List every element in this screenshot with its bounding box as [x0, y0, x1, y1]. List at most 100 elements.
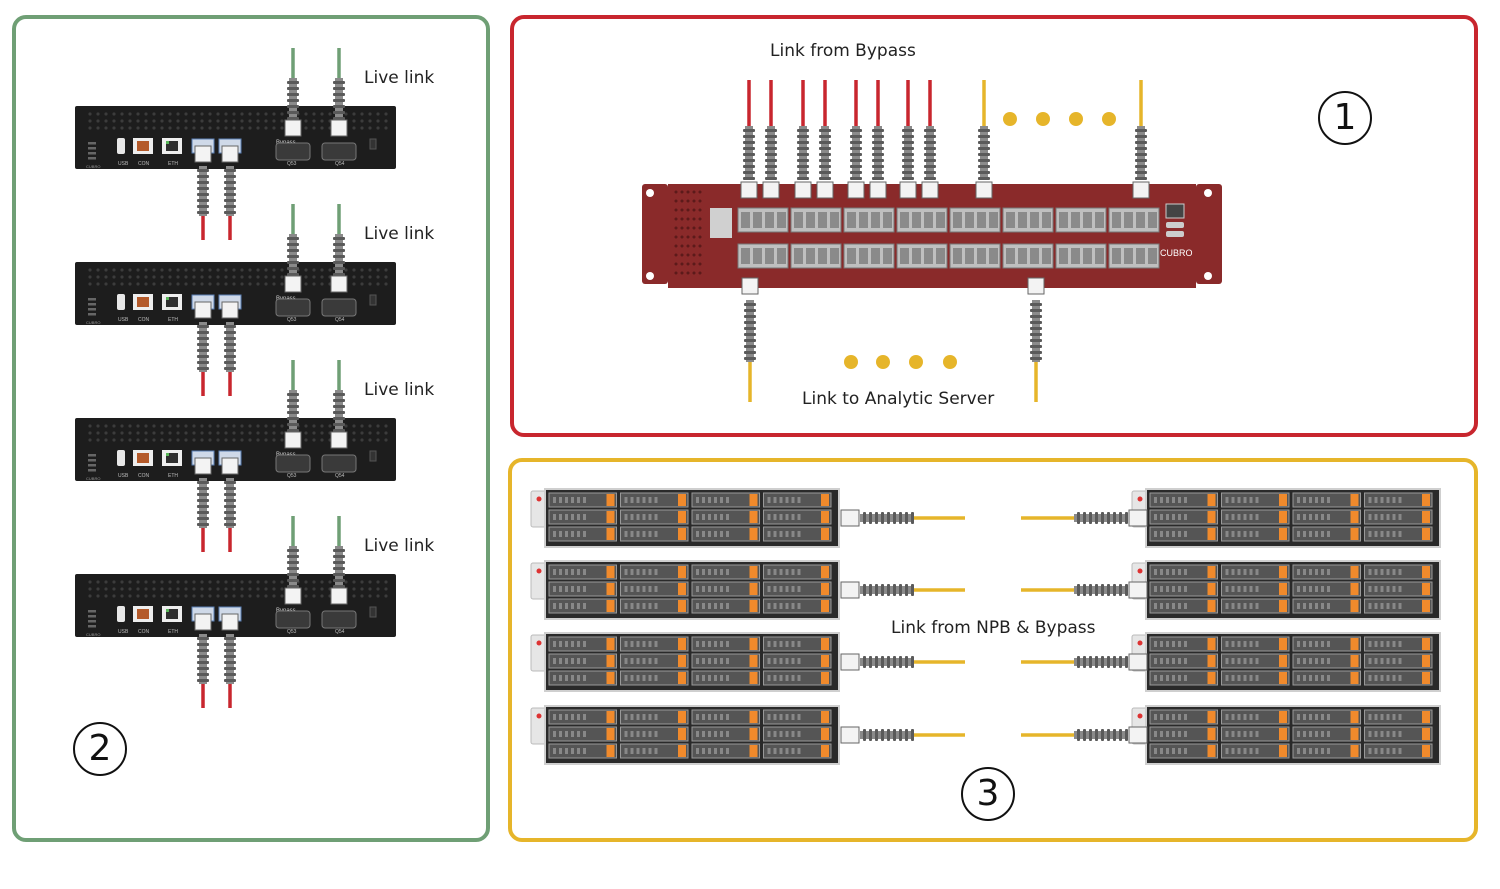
- drive-vent: [1225, 675, 1229, 681]
- drive-vent: [630, 586, 634, 592]
- vent-hole: [320, 112, 324, 116]
- fiber-rib: [797, 159, 809, 162]
- qsfp-slot: [859, 248, 868, 264]
- vent-hole: [104, 275, 108, 279]
- drive-vent: [1368, 714, 1372, 720]
- vent-hole: [168, 587, 172, 591]
- drive-vent: [1154, 603, 1157, 609]
- fiber-rib: [1077, 656, 1080, 668]
- vent-hole: [320, 126, 324, 130]
- vent-hole: [120, 126, 124, 130]
- drive-vent: [654, 497, 658, 503]
- vent-hole: [248, 587, 252, 591]
- vent-hole: [272, 126, 276, 130]
- vent-hole: [152, 268, 156, 272]
- drive-vent: [648, 748, 652, 754]
- fiber-rib: [905, 512, 908, 524]
- vent-hole: [168, 438, 172, 442]
- qsfp-slot: [1083, 212, 1092, 228]
- drive-latch: [1422, 600, 1430, 612]
- vent-hole: [248, 126, 252, 130]
- drive-vent: [1309, 586, 1312, 592]
- drive-vent: [642, 497, 646, 503]
- drive-vent: [1255, 586, 1259, 592]
- drive-vent: [1380, 603, 1384, 609]
- vent-hole: [248, 275, 252, 279]
- drive-vent: [1309, 748, 1312, 754]
- vent-hole: [232, 431, 236, 435]
- drive-vent: [1225, 731, 1229, 737]
- qsfp-slot: [794, 248, 803, 264]
- fiber-rib: [197, 487, 209, 490]
- port-label: CON: [138, 629, 150, 635]
- drive-vent: [1249, 658, 1253, 664]
- vent-hole: [256, 126, 260, 130]
- drive-bay: [548, 598, 617, 614]
- qsfp-port: [275, 298, 311, 317]
- fiber-rib: [1135, 171, 1147, 174]
- fiber-plug: [284, 119, 302, 137]
- vent-hole: [120, 112, 124, 116]
- drive-vent: [630, 731, 634, 737]
- fiber-rib: [1089, 729, 1092, 741]
- bypass-input-fiber: [740, 80, 758, 199]
- fiber-rib: [924, 171, 936, 174]
- vent-hole: [272, 438, 276, 442]
- qsfp-slot: [1095, 248, 1104, 264]
- fiber-boot: [335, 390, 343, 430]
- drive-vent: [1297, 531, 1300, 537]
- vent-hole: [256, 282, 260, 286]
- fiber-rib: [1089, 584, 1092, 596]
- vent-hole: [320, 594, 324, 598]
- drive-vent: [577, 714, 580, 720]
- vent-hole: [686, 199, 690, 203]
- drive-vent: [1303, 731, 1306, 737]
- fiber-boot: [289, 546, 297, 586]
- vent-hole: [112, 580, 116, 584]
- drive-vent: [559, 497, 562, 503]
- drive-latch: [1207, 711, 1216, 723]
- vent-hole: [128, 424, 132, 428]
- drive-vent: [1309, 531, 1312, 537]
- drive-bay: [548, 653, 617, 669]
- analytic-fiber: [1132, 80, 1150, 199]
- drive-bay: [691, 581, 760, 597]
- drive-vent: [559, 714, 562, 720]
- continuation-dot: [1102, 112, 1116, 126]
- fiber-plug: [869, 181, 887, 199]
- vent-hole: [360, 119, 364, 123]
- fiber-rib: [287, 81, 299, 84]
- fiber-rib: [197, 499, 209, 502]
- fiber-plug: [194, 301, 212, 319]
- vent-hole: [176, 424, 180, 428]
- vent-hole: [208, 275, 212, 279]
- port-label: USB: [118, 473, 129, 479]
- vent-hole: [176, 587, 180, 591]
- vent-hole: [264, 268, 268, 272]
- drive-vent: [642, 748, 646, 754]
- vent-hole: [152, 119, 156, 123]
- fiber-rib: [797, 147, 809, 150]
- qsfp-port: [275, 142, 311, 161]
- fiber-rib: [224, 361, 236, 364]
- fiber-rib: [744, 357, 756, 360]
- fiber-boot: [860, 586, 912, 594]
- vent-hole: [360, 587, 364, 591]
- drive-bay: [691, 492, 760, 508]
- fiber-plug: [330, 119, 348, 137]
- vent-hole: [88, 126, 92, 130]
- bypass-input-fiber: [762, 80, 780, 199]
- fiber-rib: [333, 237, 345, 240]
- fiber-boot: [199, 322, 207, 372]
- vent-hole: [216, 268, 220, 272]
- drive-bay: [548, 709, 617, 725]
- drive-vent: [553, 514, 556, 520]
- drive-vent: [1380, 641, 1384, 647]
- vent-hole: [368, 282, 372, 286]
- vent-hole: [192, 587, 196, 591]
- drive-latch: [1350, 600, 1359, 612]
- fiber-rib: [287, 243, 299, 246]
- fiber-rib: [197, 661, 209, 664]
- vent-hole: [240, 431, 244, 435]
- drive-bay: [1292, 636, 1361, 652]
